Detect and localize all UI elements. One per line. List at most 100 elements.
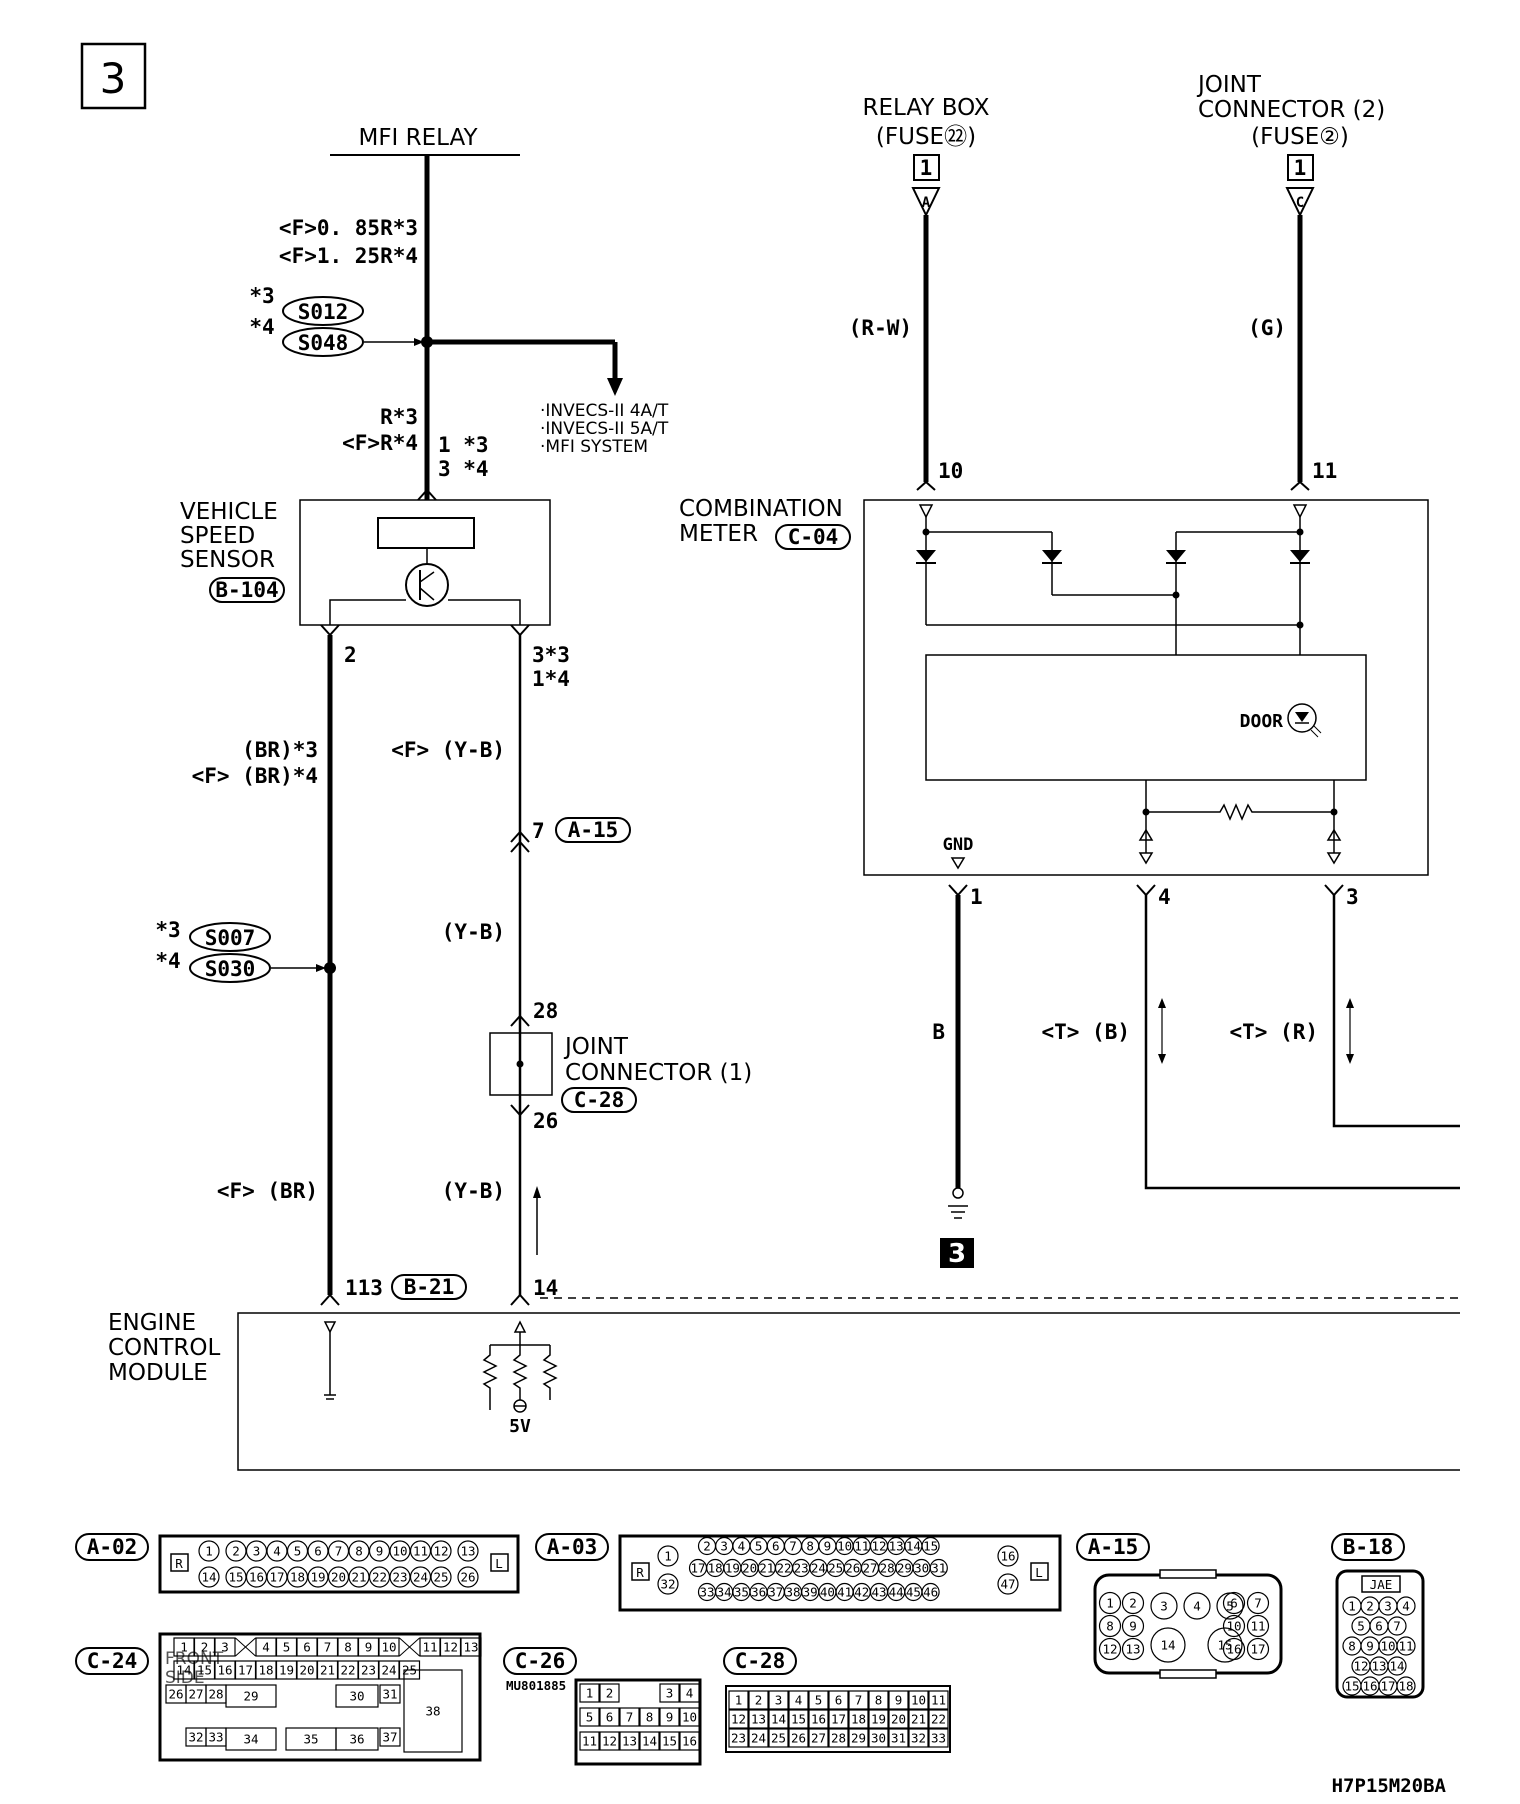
c24-pin-label: 13 (463, 1640, 478, 1655)
wire-f3-label: <F>0. 85R*3 (279, 216, 418, 240)
a02-pin-label: 17 (269, 1570, 284, 1585)
c26-pin-label: 12 (602, 1734, 617, 1749)
b21-label: B-21 (404, 1275, 455, 1299)
c28-tag (561, 1087, 637, 1113)
a15-pin (1098, 1591, 1122, 1615)
c28-face-tag (723, 1647, 797, 1675)
a02-tag (75, 1533, 149, 1561)
g-pin: 11 (1312, 459, 1337, 483)
c28-pin-label: 33 (931, 1731, 946, 1746)
jc2-ref (1287, 154, 1314, 181)
c26-pin-label: 7 (626, 1710, 634, 1725)
c26-body (574, 1678, 702, 1766)
c24-pin-label: 28 (208, 1687, 223, 1702)
b18-pin-label: 15 (1344, 1679, 1359, 1694)
a03-pin-label: 22 (776, 1561, 791, 1576)
a15-pin (1121, 1614, 1145, 1638)
c26-pin-label: 6 (606, 1710, 614, 1725)
vss-pin-13: 1 *3 (438, 433, 489, 457)
c28-pin (748, 1709, 769, 1729)
c28-pin-label: 31 (891, 1731, 906, 1746)
a02-pin (430, 1566, 452, 1588)
a03-pin-label: 9 (824, 1539, 832, 1554)
s030-note: *4 (155, 949, 180, 973)
c28-pin (728, 1690, 749, 1710)
c26-pin (639, 1731, 660, 1751)
a03-pin-label: 27 (862, 1561, 877, 1576)
a03-pin (921, 1582, 940, 1602)
b104-connector-tag (209, 577, 285, 603)
c28-pin-label: 26 (791, 1731, 806, 1746)
ecm-line3: MODULE (108, 1360, 208, 1386)
c24-pin-label: 12 (443, 1640, 458, 1655)
c24-pin-label: 32 (188, 1730, 203, 1745)
a15-pin-label: 7 (1254, 1596, 1262, 1611)
meter-pin-3: 3 (1346, 885, 1359, 909)
c24-pin (378, 1637, 400, 1657)
meter-box (863, 499, 1429, 876)
c28-pin (928, 1690, 949, 1710)
tb-wire (1144, 895, 1460, 1190)
c28-pin-label: 3 (775, 1693, 783, 1708)
a03-pin-label: 3 (720, 1539, 728, 1554)
b18-pin (1396, 1676, 1416, 1696)
a03-pin-label: 26 (845, 1561, 860, 1576)
b18-pin-label: 4 (1402, 1599, 1410, 1614)
b18-tag (1331, 1533, 1405, 1561)
jc2-line3: (FUSE②) (1251, 124, 1349, 150)
a15-pin (1246, 1614, 1270, 1638)
a03-pin-label: 42 (854, 1585, 869, 1600)
fyb-label: <F> (Y-B) (391, 738, 505, 762)
a03-body (618, 1534, 1062, 1612)
fbr4-label: <F> (BR)*4 (192, 764, 318, 788)
a03-pin-label: 15 (923, 1539, 938, 1554)
a03-pin-label: 10 (837, 1539, 852, 1554)
s048-note: *4 (249, 315, 274, 339)
c24-pin-label: 26 (168, 1687, 183, 1702)
a03-pin-label: 5 (755, 1539, 763, 1554)
a03-pin-label: 31 (931, 1561, 946, 1576)
c28-pin (728, 1709, 749, 1729)
a03-pin-label: 43 (871, 1585, 886, 1600)
ecm-box (237, 1312, 1460, 1471)
meter-line2: METER (679, 521, 758, 547)
b18-pin-label: 3 (1384, 1599, 1392, 1614)
a02-pin (430, 1540, 452, 1562)
c24-pin (225, 1727, 277, 1751)
a02-pin-label: 23 (392, 1570, 407, 1585)
b18-pin-label: 7 (1393, 1619, 1401, 1634)
c24-pin (214, 1637, 236, 1657)
c28-pin (768, 1728, 789, 1748)
a03-label: A-03 (547, 1535, 598, 1559)
ecm-5v: 5V (509, 1416, 531, 1437)
c28-pin (908, 1728, 929, 1748)
a02-pin-label: 5 (294, 1544, 302, 1559)
figure-code: H7P15M20BA (1332, 1775, 1447, 1797)
a15-pin-label: 14 (1160, 1638, 1175, 1653)
fbr-label: <F> (BR) (217, 1179, 318, 1203)
c28-pin-label: 32 (911, 1731, 926, 1746)
c28-pin-label: 6 (835, 1693, 843, 1708)
jc1-pin-bottom: 26 (533, 1109, 558, 1133)
a03-pin-label: 25 (828, 1561, 843, 1576)
c26-pin-label: 3 (666, 1686, 674, 1701)
a15-pin (1216, 1592, 1244, 1620)
wire-f4-label: <F>1. 25R*4 (279, 244, 418, 268)
vss-line3: SENSOR (180, 547, 275, 573)
c24-pin-label: 35 (303, 1732, 318, 1747)
jc2-term: C (1296, 195, 1304, 211)
b18-pin-label: 13 (1371, 1659, 1386, 1674)
a02-pin-label: 15 (228, 1570, 243, 1585)
c24-pin-label: 8 (344, 1640, 352, 1655)
a03-pin-label: 40 (820, 1585, 835, 1600)
a03-pin-label: 46 (923, 1585, 938, 1600)
c24-pin-label: 27 (188, 1687, 203, 1702)
c24-pin-label: 21 (320, 1663, 335, 1678)
c24-pin-label: 6 (303, 1640, 311, 1655)
jc2-line2: CONNECTOR (2) (1198, 97, 1385, 123)
a03-pin-label: 44 (889, 1585, 904, 1600)
c28-body (725, 1685, 951, 1753)
a02-pin-label: 6 (314, 1544, 322, 1559)
a02-pin-label: 18 (290, 1570, 305, 1585)
c24-pin (379, 1684, 401, 1704)
